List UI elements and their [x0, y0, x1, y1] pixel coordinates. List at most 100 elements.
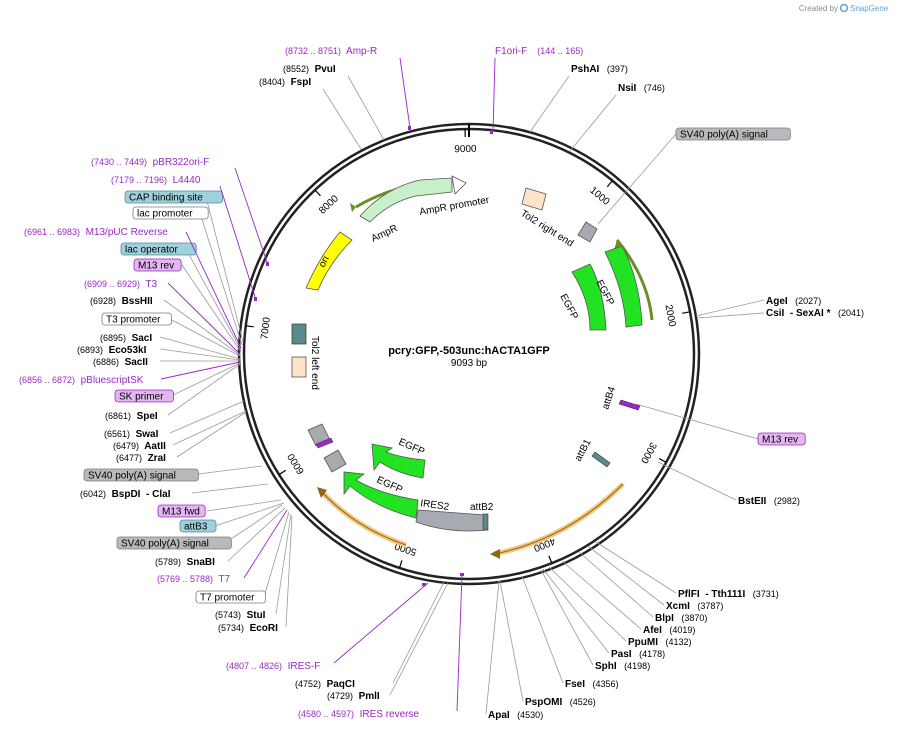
- t3prom-box-text: T3 promoter: [106, 315, 161, 326]
- sv40-3-label-box: SV40 poly(A) signal: [83, 468, 199, 482]
- csii-label-part: (2041): [830, 308, 864, 318]
- orange-arc-right-arrowhead: [490, 549, 500, 559]
- t3-label-part: (6909 .. 6929): [84, 279, 140, 289]
- pshai-label-part: PshAI: [571, 64, 600, 75]
- sk-primer-leader-line: [170, 362, 241, 397]
- pspomi-label-part: PspOMI: [525, 697, 562, 708]
- csii-leader-line: [696, 312, 765, 319]
- bspdi-label-part: - ClaI: [140, 489, 170, 500]
- saci-label-part: (6895): [100, 333, 126, 343]
- pasi-label: PasI (4178): [611, 649, 665, 660]
- csii-label-part: CsiI: [766, 308, 785, 319]
- egfp-2-label: EGFP: [557, 292, 580, 321]
- bsshii-label-part: (6928): [90, 296, 116, 306]
- f1ori-f-label: F1ori-F (144 .. 165): [495, 46, 583, 57]
- ires-f-label-part: (4807 .. 4826): [226, 661, 282, 671]
- nsii-label-part: NsiI: [618, 83, 637, 94]
- bspdi-label-part: (6042): [80, 489, 106, 499]
- bsshii-label: (6928) BssHII: [90, 296, 153, 307]
- m13rev-r-box-bg: [757, 432, 806, 446]
- ires-rev-label: (4580 .. 4597) IRES reverse: [298, 709, 420, 720]
- attb2-feature: [482, 513, 489, 531]
- pshai-leader-line: [529, 75, 570, 133]
- pasi-leader-line: [542, 568, 610, 654]
- m13puc-label-part: (6961 .. 6983): [24, 227, 80, 237]
- blpi-label-part: BlpI: [655, 613, 674, 624]
- l4440-label-part: (7179 .. 7196): [111, 175, 167, 185]
- snabi-label-part: (5789): [155, 557, 181, 567]
- agei-leader-line: [695, 299, 765, 317]
- ires-rev-leader-line: [456, 574, 463, 712]
- sv40-3-box-bg: [83, 468, 199, 482]
- blpi-label-part: (3870): [674, 613, 708, 623]
- tol2-left-label: Tol2 left end: [309, 336, 320, 390]
- zrai-leader-line: [176, 411, 247, 458]
- tick-mark: [658, 458, 667, 463]
- watermark-brand: SnapGene: [850, 4, 889, 13]
- sv40-2-box-bg: [116, 536, 232, 550]
- swai-label-part: (6561): [104, 429, 130, 439]
- ires2-label: IRES2: [420, 498, 451, 513]
- xcmi-label-part: (3787): [690, 601, 724, 611]
- pbluescript-label-part: (6856 .. 6872): [19, 375, 75, 385]
- sphi-leader-line: [540, 569, 594, 666]
- m13rev-l-box-bg: [133, 258, 182, 272]
- agei-label-part: (2027): [788, 296, 822, 306]
- saci-leader-line: [159, 336, 241, 360]
- t3-leader-line: [167, 282, 241, 355]
- cap-label-box: CAP binding site: [124, 190, 223, 204]
- spei-label-part: (6861): [105, 411, 131, 421]
- attb3-box-text: attB3: [184, 522, 208, 533]
- m13fwd-label-box: M13 fwd: [157, 504, 206, 518]
- pbr322-label-part: pBR322ori-F: [147, 157, 209, 168]
- ires-f-label: (4807 .. 4826) IRES-F: [226, 661, 320, 672]
- t7prom-label-box: T7 promoter: [195, 590, 266, 604]
- pvui-label-part: (8552): [283, 64, 309, 74]
- stui-leader-line: [275, 513, 292, 615]
- ires-f-label-part: IRES-F: [282, 661, 320, 672]
- t7-label-part: T7: [213, 574, 230, 585]
- csii-label: CsiI - SexAI * (2041): [766, 308, 864, 319]
- attb3-leader-line: [214, 502, 285, 527]
- pflfi-leader-line: [595, 541, 677, 594]
- pbluescript-leader-line: [160, 361, 241, 380]
- pbr322-label-part: (7430 .. 7449): [91, 157, 147, 167]
- spei-leader-line: [167, 363, 241, 416]
- bspdi-leader-line: [191, 483, 269, 494]
- tick-mark: [682, 311, 691, 314]
- fspi-leader-line: [322, 88, 362, 150]
- t3-label-part: T3: [140, 279, 157, 290]
- attb4-feature: [618, 399, 641, 411]
- attb3-label-box: attB3: [179, 519, 217, 533]
- aatii-label-part: AatII: [139, 441, 166, 452]
- pvui-leader-line: [347, 75, 385, 141]
- tick-label: 8000: [317, 193, 341, 217]
- ecori-leader-line: [285, 515, 293, 628]
- ori-feature: [305, 231, 353, 291]
- pbluescript-label: (6856 .. 6872) pBluescriptSK: [19, 375, 144, 386]
- lac-prom-leader-line: [199, 212, 243, 346]
- pshai-label-part: (397): [599, 64, 628, 74]
- pspomi-label: PspOMI (4526): [525, 697, 596, 708]
- m13rev-r-leader-line: [635, 403, 759, 440]
- watermark-created-by: Created by: [799, 4, 838, 13]
- sk-primer-label-box: SK primer: [114, 389, 174, 403]
- lac-op-leader-line: [185, 248, 242, 351]
- egfp-outline-arrowhead: [614, 240, 623, 250]
- paqci-leader-line: [392, 581, 445, 684]
- bsteii-label-part: (2982): [766, 496, 800, 506]
- tick-label: 9000: [454, 144, 477, 155]
- sv40-1-leader-line: [597, 133, 677, 225]
- tol2-right-feature: [521, 187, 547, 211]
- ampr-label: AmpR: [370, 223, 400, 245]
- paqci-label-part: PaqCI: [321, 679, 355, 690]
- ires-rev-label-part: IRES reverse: [354, 709, 419, 720]
- pmli-label-part: PmlI: [353, 691, 380, 702]
- pvui-label: (8552) PvuI: [283, 64, 336, 75]
- sacii-label-part: (6886): [93, 357, 119, 367]
- tol2-left-feature: [291, 356, 307, 378]
- tick-mark: [398, 560, 403, 569]
- swai-label-part: SwaI: [130, 429, 159, 440]
- cap-box-text: CAP binding site: [129, 193, 203, 204]
- blpi-leader-line: [578, 551, 654, 618]
